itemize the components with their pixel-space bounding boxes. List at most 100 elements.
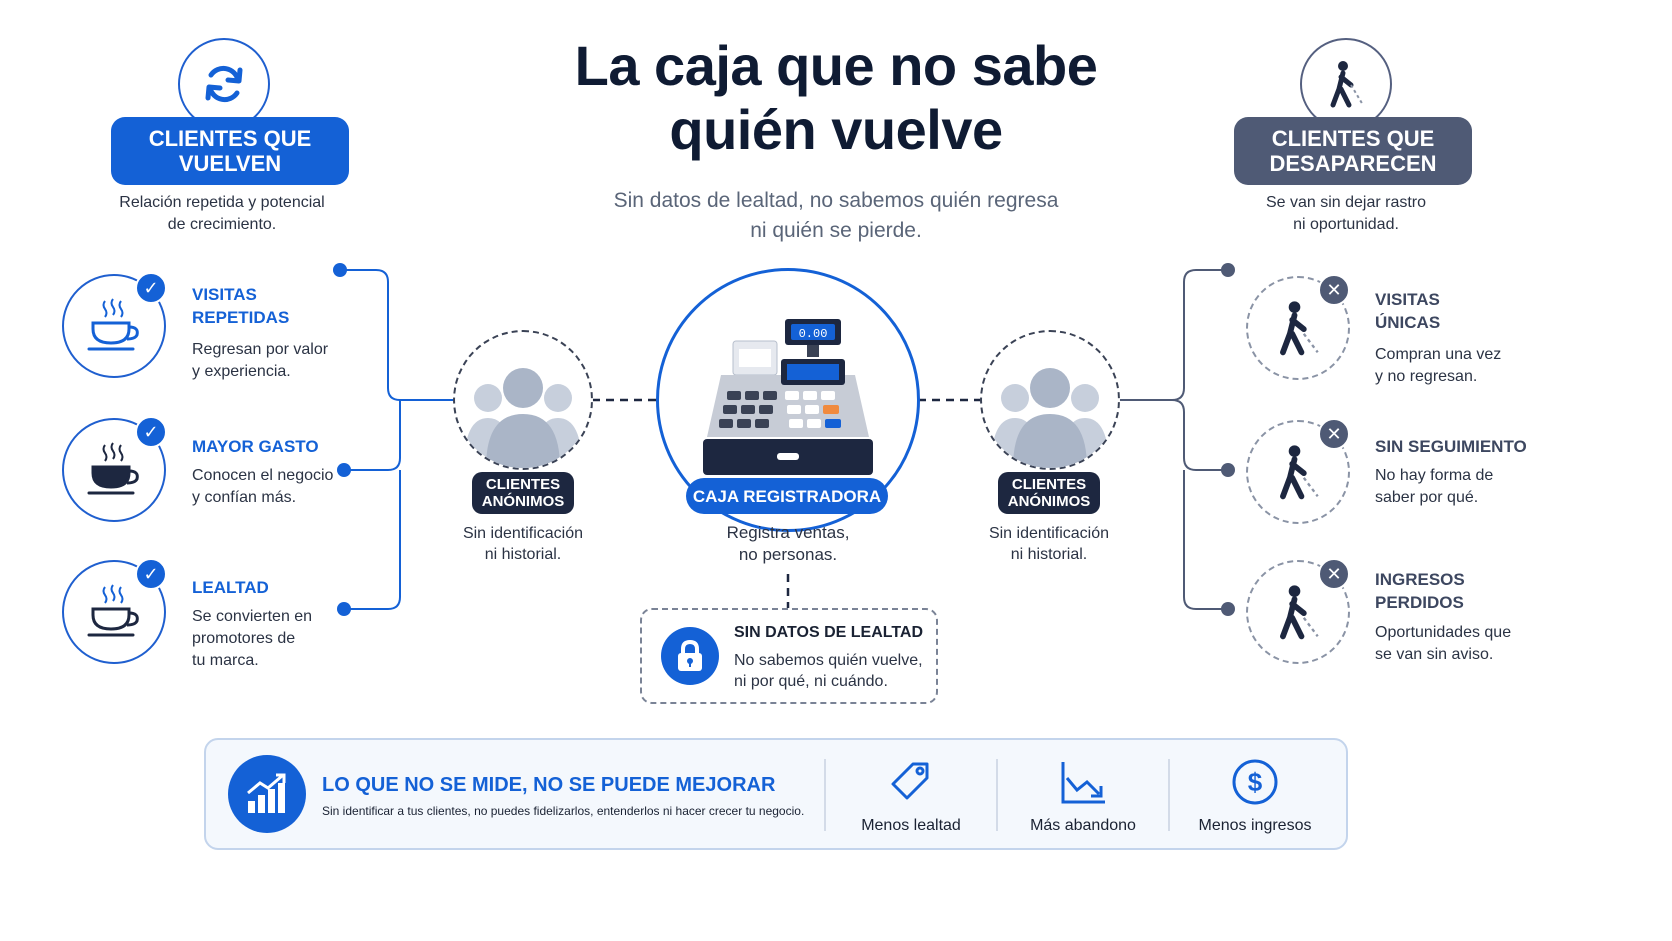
item-desc-line-2: promotores de bbox=[192, 630, 296, 647]
item-title: LEALTAD bbox=[192, 576, 392, 599]
returning-clients-description: Relación repetida y potencial de crecimi… bbox=[92, 192, 352, 236]
item-description: No hay forma de saber por qué. bbox=[1375, 465, 1555, 509]
list-item-sin-seguimiento: SIN SEGUIMIENTO No hay forma de saber po… bbox=[1375, 435, 1575, 509]
check-icon: ✓ bbox=[135, 558, 167, 590]
list-item-visitas-repetidas: VISITAS REPETIDAS Regresan por valor y e… bbox=[192, 283, 392, 383]
divider bbox=[996, 759, 998, 831]
desc-line-1: Sin identificación bbox=[988, 525, 1110, 542]
item-title: VISITAS REPETIDAS bbox=[192, 283, 392, 329]
walking-person-icon bbox=[1300, 38, 1392, 130]
desc-line-1: No sabemos quién vuelve, bbox=[734, 652, 923, 669]
banner-line-1: CLIENTES QUE bbox=[148, 126, 312, 151]
bottom-panel: LO QUE NO SE MIDE, NO SE PUEDE MEJORAR S… bbox=[204, 738, 1348, 850]
item-desc-line-1: Regresan por valor bbox=[192, 341, 329, 358]
disappearing-clients-description: Se van sin dejar rastro ni oportunidad. bbox=[1216, 192, 1476, 236]
anonymous-clients-description: Sin identificación ni historial. bbox=[443, 523, 603, 565]
item-desc-line-2: se van sin aviso. bbox=[1375, 646, 1494, 663]
metric-menos-ingresos: $ Menos ingresos bbox=[1170, 758, 1340, 835]
growth-chart-icon bbox=[228, 755, 306, 833]
banner-line-2: VUELVEN bbox=[178, 151, 282, 176]
subtitle-line-2: ni quién se pierde. bbox=[750, 219, 922, 242]
subtitle-line-1: Sin datos de lealtad, no sabemos quién r… bbox=[613, 189, 1059, 212]
item-title-line-1: LEALTAD bbox=[192, 578, 269, 597]
item-desc-line-2: y no regresan. bbox=[1375, 368, 1478, 385]
desc-line-1: Se van sin dejar rastro bbox=[1265, 194, 1427, 211]
item-title-line-1: INGRESOS bbox=[1375, 570, 1465, 589]
desc-line-1: Sin identificación bbox=[462, 525, 584, 542]
metric-label: Menos lealtad bbox=[861, 817, 961, 834]
close-icon: ✕ bbox=[1318, 418, 1350, 450]
metric-label: Menos ingresos bbox=[1198, 817, 1312, 834]
people-group-icon bbox=[980, 330, 1120, 470]
cash-register-description: Registra ventas, no personas. bbox=[688, 522, 888, 566]
no-loyalty-data-box: SIN DATOS DE LEALTAD No sabemos quién vu… bbox=[640, 608, 938, 704]
item-title: MAYOR GASTO bbox=[192, 435, 392, 458]
item-description: Regresan por valor y experiencia. bbox=[192, 339, 372, 383]
desc-line-2: de crecimiento. bbox=[167, 216, 277, 233]
item-desc-line-2: saber por qué. bbox=[1375, 489, 1479, 506]
item-desc-line-3: tu marca. bbox=[192, 652, 259, 669]
disappearing-clients-banner: CLIENTES QUE DESAPARECEN bbox=[1234, 117, 1472, 185]
cash-register-label: CAJA REGISTRADORA bbox=[686, 478, 888, 514]
page-title: La caja que no sabe quién vuelve bbox=[0, 34, 1672, 162]
close-icon: ✕ bbox=[1318, 558, 1350, 590]
item-title-line-2: PERDIDOS bbox=[1375, 593, 1464, 612]
item-title: INGRESOS PERDIDOS bbox=[1375, 568, 1575, 614]
item-desc-line-1: Se convierten en bbox=[192, 608, 313, 625]
chart-down-icon bbox=[1061, 762, 1105, 804]
anonymous-clients-description: Sin identificación ni historial. bbox=[969, 523, 1129, 565]
returning-clients-banner: CLIENTES QUE VUELVEN bbox=[111, 117, 349, 185]
item-title: SIN SEGUIMIENTO bbox=[1375, 435, 1575, 458]
item-title-line-1: MAYOR GASTO bbox=[192, 437, 319, 456]
list-item-lealtad: LEALTAD Se convierten en promotores de t… bbox=[192, 576, 392, 672]
svg-text:$: $ bbox=[1248, 767, 1263, 797]
banner-line-2: DESAPARECEN bbox=[1269, 151, 1437, 176]
anonymous-clients-label: CLIENTES ANÓNIMOS bbox=[998, 472, 1100, 514]
desc-line-2: ni historial. bbox=[484, 546, 562, 563]
check-icon: ✓ bbox=[135, 272, 167, 304]
dollar-icon: $ bbox=[1232, 759, 1278, 805]
desc-line-2: no personas. bbox=[738, 545, 838, 564]
item-description: Se convierten en promotores de tu marca. bbox=[192, 606, 372, 672]
list-item-visitas-unicas: VISITAS ÚNICAS Compran una vez y no regr… bbox=[1375, 288, 1575, 388]
desc-line-1: Relación repetida y potencial bbox=[119, 194, 325, 211]
label-text: CAJA REGISTRADORA bbox=[692, 486, 882, 506]
close-icon: ✕ bbox=[1318, 274, 1350, 306]
item-title-line-2: ÚNICAS bbox=[1375, 313, 1441, 332]
refresh-icon bbox=[178, 38, 270, 130]
lock-description: No sabemos quién vuelve, ni por qué, ni … bbox=[734, 650, 934, 692]
item-desc-line-1: No hay forma de bbox=[1375, 467, 1494, 484]
item-title-line-2: REPETIDAS bbox=[192, 308, 290, 327]
people-group-icon bbox=[453, 330, 593, 470]
label-line-2: ANÓNIMOS bbox=[1007, 493, 1091, 510]
item-title-line-1: VISITAS bbox=[1375, 290, 1440, 309]
anonymous-clients-label: CLIENTES ANÓNIMOS bbox=[472, 472, 574, 514]
bottom-subtitle: Sin identificar a tus clientes, no puede… bbox=[322, 804, 805, 818]
title-line-2: quién vuelve bbox=[669, 98, 1003, 161]
metric-mas-abandono: Más abandono bbox=[998, 758, 1168, 835]
divider bbox=[824, 759, 826, 831]
item-desc-line-2: y confían más. bbox=[192, 489, 297, 506]
label-line-1: CLIENTES bbox=[485, 476, 561, 493]
bottom-title: LO QUE NO SE MIDE, NO SE PUEDE MEJORAR bbox=[322, 774, 776, 796]
banner-line-1: CLIENTES QUE bbox=[1271, 126, 1435, 151]
item-description: Conocen el negocio y confían más. bbox=[192, 465, 372, 509]
page-subtitle: Sin datos de lealtad, no sabemos quién r… bbox=[0, 186, 1672, 246]
desc-line-1: Registra ventas, bbox=[726, 523, 850, 542]
divider bbox=[1168, 759, 1170, 831]
item-desc-line-1: Oportunidades que bbox=[1375, 624, 1512, 641]
desc-line-2: ni por qué, ni cuándo. bbox=[734, 673, 888, 690]
list-item-mayor-gasto: MAYOR GASTO Conocen el negocio y confían… bbox=[192, 435, 392, 509]
item-desc-line-2: y experiencia. bbox=[192, 363, 291, 380]
register-display: 0.00 bbox=[799, 327, 828, 341]
desc-line-2: ni oportunidad. bbox=[1293, 216, 1399, 233]
metric-menos-lealtad: Menos lealtad bbox=[826, 758, 996, 835]
list-item-ingresos-perdidos: INGRESOS PERDIDOS Oportunidades que se v… bbox=[1375, 568, 1575, 666]
title-line-1: La caja que no sabe bbox=[574, 34, 1098, 97]
metric-label: Más abandono bbox=[1030, 817, 1136, 834]
item-title: VISITAS ÚNICAS bbox=[1375, 288, 1575, 334]
check-icon: ✓ bbox=[135, 416, 167, 448]
item-desc-line-1: Compran una vez bbox=[1375, 346, 1502, 363]
item-title-line-1: SIN SEGUIMIENTO bbox=[1375, 437, 1527, 456]
